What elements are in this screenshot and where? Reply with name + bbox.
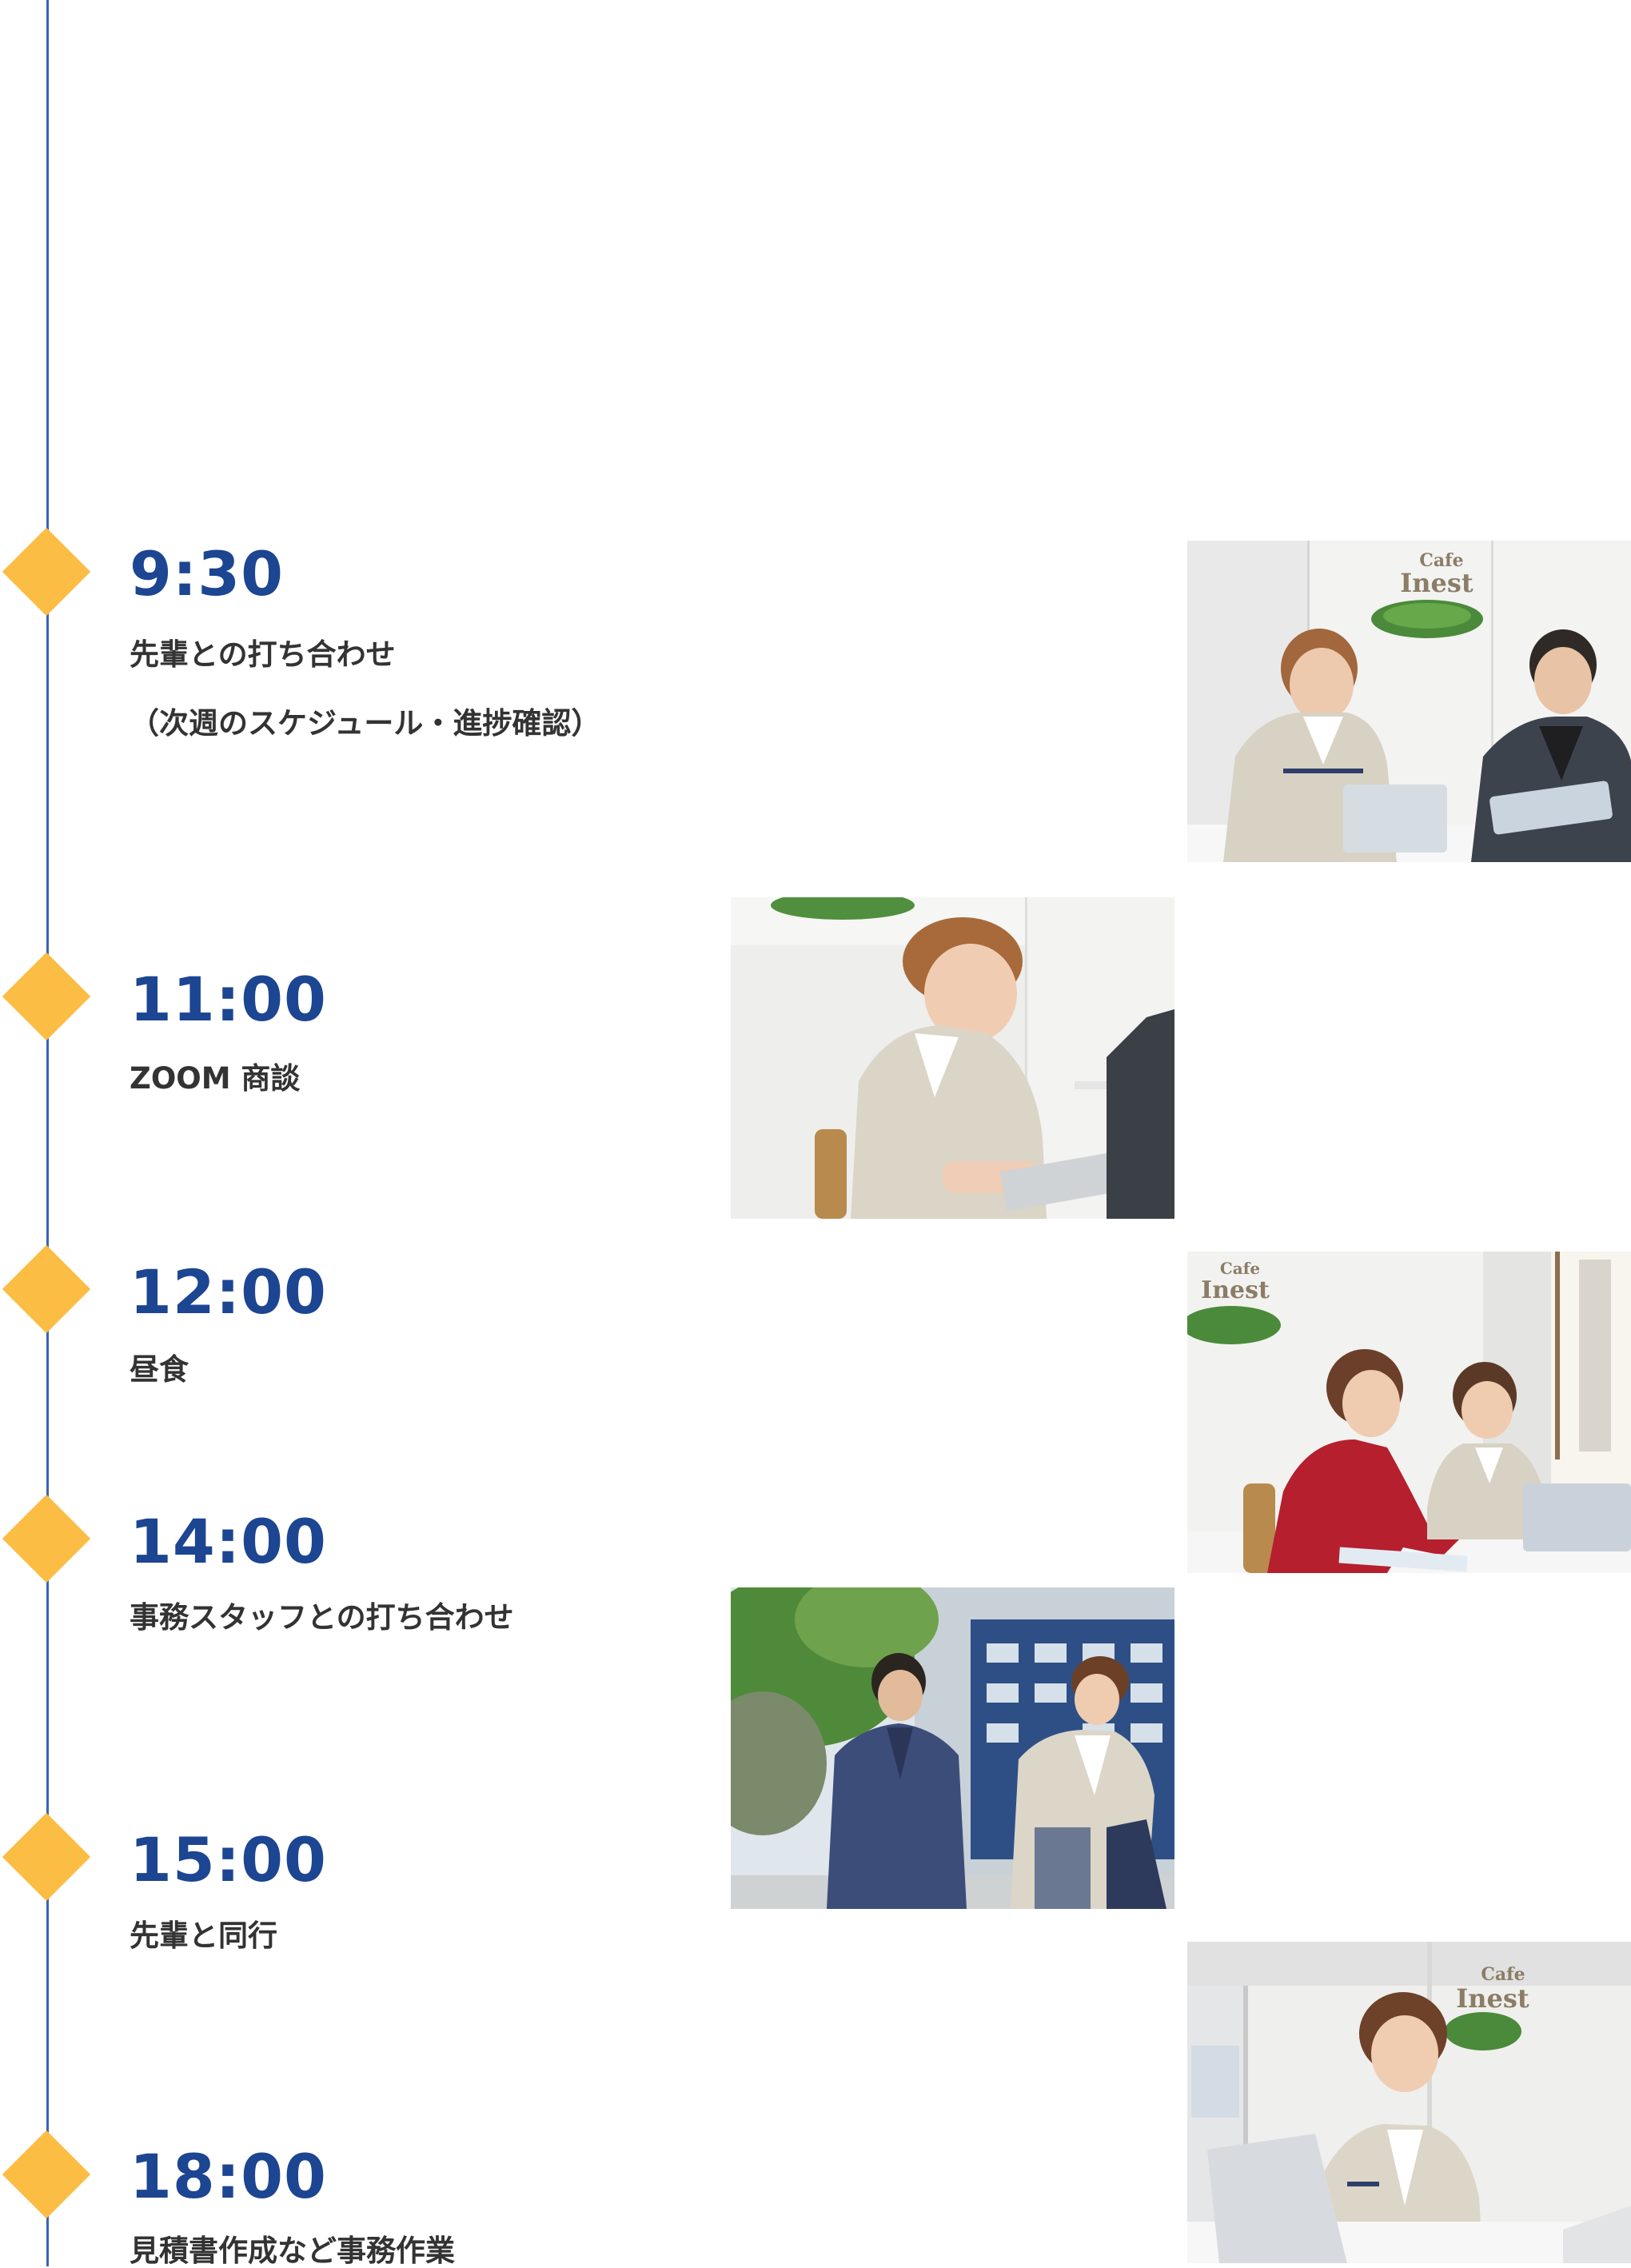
time-label: 12:00	[130, 1256, 327, 1328]
photo-staff-meeting: Cafe Inest	[1187, 1252, 1631, 1573]
sign-text: Inest	[1201, 1276, 1270, 1304]
sign-text: Cafe	[1220, 1259, 1260, 1278]
time-label: 15:00	[130, 1824, 327, 1895]
sign-text: Cafe	[1419, 550, 1463, 571]
activity-sublabel: （次週のスケジュール・進捗確認）	[130, 706, 601, 741]
timeline-marker	[2, 527, 91, 617]
timeline-marker	[2, 1494, 91, 1583]
activity-label: 事務スタッフとの打ち合わせ	[130, 1600, 514, 1635]
photo-desk-work: Cafe Inest	[1187, 1942, 1631, 2263]
photo-walking-outdoors	[731, 1587, 1174, 1909]
timeline-marker	[2, 1812, 91, 1902]
activity-label: ZOOM 商談	[130, 1061, 301, 1096]
photo-meeting-senior: Cafe Inest	[1187, 541, 1631, 862]
time-label: 9:30	[130, 538, 285, 609]
time-label: 14:00	[130, 1506, 327, 1577]
sign-text: Inest	[1400, 568, 1473, 598]
photo-zoom-meeting	[731, 897, 1174, 1219]
timeline-marker	[2, 1244, 91, 1334]
activity-label: 見積書作成など事務作業	[130, 2234, 455, 2268]
timeline-marker	[2, 2130, 91, 2219]
time-label: 18:00	[130, 2141, 327, 2212]
sign-text: Inest	[1456, 1983, 1529, 2014]
activity-label: 先輩と同行	[130, 1919, 277, 1953]
timeline-line	[46, 0, 49, 2266]
time-label: 11:00	[130, 964, 327, 1035]
activity-label: 昼食	[130, 1352, 189, 1387]
activity-label: 先輩との打ち合わせ	[130, 637, 396, 672]
sign-text: Cafe	[1481, 1964, 1525, 1985]
timeline-marker	[2, 952, 91, 1041]
